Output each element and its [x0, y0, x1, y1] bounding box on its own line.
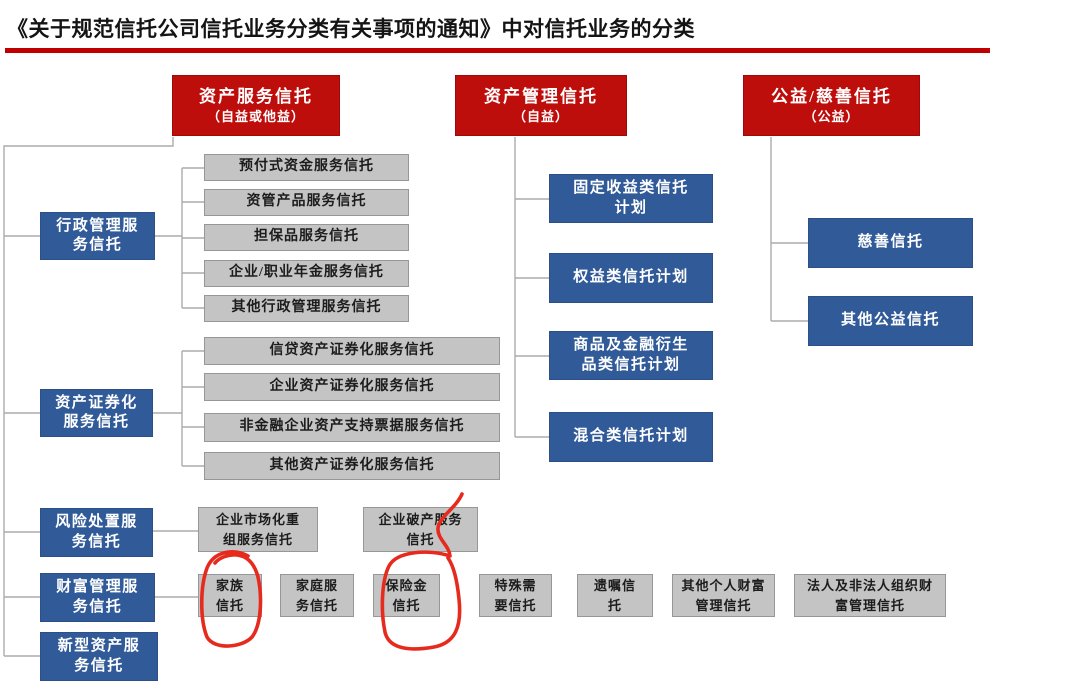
page-title: 《关于规范信托公司信托业务分类有关事项的通知》中对信托业务的分类 [7, 17, 695, 41]
item-enterprise-annuity-service-trust: 企业/职业年金服务信托 [204, 260, 409, 287]
item-asset-mgmt-product-service-trust: 资管产品服务信托 [204, 189, 409, 216]
fan-admin-service [155, 167, 204, 309]
item-insurance-benefit-trust: 保险金 信托 [373, 574, 440, 617]
title-divider-rule [5, 48, 990, 53]
item-special-needs-trust: 特殊需 要信托 [479, 574, 552, 617]
item-commodity-derivatives-trust-plan: 商品及金融衍生 品类信托计划 [549, 331, 713, 380]
spine-asset-management [514, 137, 549, 438]
item-household-service-trust: 家庭服 务信托 [280, 574, 354, 617]
item-nonfinancial-abn-service-trust: 非金融企业资产支持票据服务信托 [204, 413, 500, 442]
item-family-trust: 家族 信托 [198, 574, 262, 617]
header-asset-management-trust: 资产管理信托 （自益） [455, 75, 627, 136]
category-risk-disposal-service-trust: 风险处置服 务信托 [40, 508, 153, 557]
fan-securitization [153, 350, 204, 467]
header-asset-management-note: （自益） [512, 108, 569, 124]
item-other-public-welfare-trust: 其他公益信托 [808, 296, 973, 346]
item-credit-asset-securitization-trust: 信贷资产证券化服务信托 [204, 337, 500, 365]
item-testamentary-trust: 遗嘱信 托 [577, 574, 653, 617]
item-mixed-trust-plan: 混合类信托计划 [549, 412, 713, 462]
header-charity-trust: 公益/慈善信托 （公益） [743, 75, 920, 136]
item-charitable-trust: 慈善信托 [808, 218, 973, 268]
item-fixed-income-trust-plan: 固定收益类信托 计划 [549, 174, 713, 223]
item-other-securitization-service-trust: 其他资产证券化服务信托 [204, 452, 500, 480]
item-other-admin-service-trust: 其他行政管理服务信托 [204, 295, 409, 322]
spine-charity [770, 137, 808, 322]
item-collateral-service-trust: 担保品服务信托 [204, 224, 409, 251]
item-legal-entity-wealth-trust: 法人及非法人组织财 富管理信托 [794, 574, 946, 617]
category-securitization-service-trust: 资产证券化 服务信托 [40, 389, 153, 437]
item-equity-trust-plan: 权益类信托计划 [549, 253, 713, 303]
category-wealth-management-service-trust: 财富管理服 务信托 [40, 573, 155, 622]
header-asset-management-name: 资产管理信托 [484, 86, 598, 106]
item-enterprise-asset-securitization-trust: 企业资产证券化服务信托 [204, 373, 500, 401]
category-new-type-asset-service-trust: 新型资产服 务信托 [40, 632, 158, 681]
item-other-personal-wealth-trust: 其他个人财富 管理信托 [672, 574, 775, 617]
header-asset-service-name: 资产服务信托 [199, 86, 313, 106]
header-charity-note: （公益） [803, 108, 860, 124]
header-asset-service-trust: 资产服务信托 （自益或他益） [172, 75, 340, 136]
item-enterprise-bankruptcy-service-trust: 企业破产服务 信托 [363, 507, 478, 552]
category-admin-service-trust: 行政管理服 务信托 [40, 212, 155, 260]
item-prepaid-funds-service-trust: 预付式资金服务信托 [204, 154, 409, 181]
item-enterprise-restructuring-service-trust: 企业市场化重 组服务信托 [198, 507, 318, 552]
header-asset-service-note: （自益或他益） [206, 108, 305, 124]
header-charity-name: 公益/慈善信托 [771, 86, 892, 106]
